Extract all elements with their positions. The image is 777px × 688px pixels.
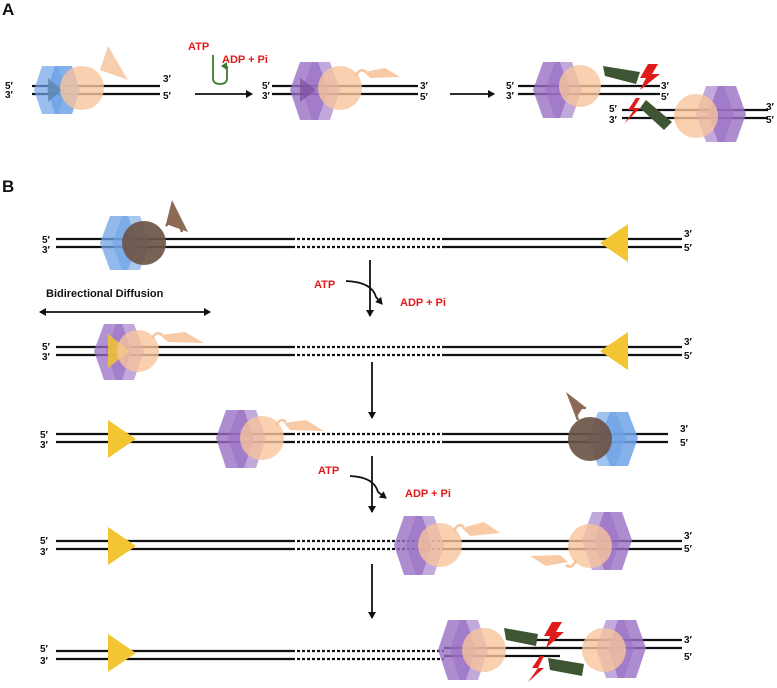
three-prime-label: 3′: [766, 102, 775, 113]
five-prime-label: 5′: [42, 342, 51, 353]
motor-domain-icon: [318, 66, 362, 110]
panel-a-state-3: 5′ 3′ 3′ 5′ 5′ 3′ 3′ 5′: [506, 62, 775, 142]
panel-b-row-3: 5′ 3′ 3′ 5′: [40, 392, 689, 468]
three-prime-label: 3′: [684, 337, 693, 348]
five-prime-label: 5′: [684, 351, 693, 362]
lightning-cleavage-icon: [640, 64, 660, 90]
panel-a-state-1: 5′ 3′ 3′ 5′: [5, 46, 172, 114]
five-prime-label: 5′: [40, 430, 49, 441]
five-prime-label: 5′: [42, 235, 51, 246]
three-prime-label: 3′: [40, 656, 49, 667]
motor-domain-icon: [568, 524, 612, 568]
atp-hydrolysis-arrow: ATP ADP + Pi: [314, 260, 446, 317]
three-prime-label: 3′: [684, 229, 693, 240]
adp-pi-label: ADP + Pi: [405, 488, 451, 500]
motor-domain-icon: [100, 46, 128, 80]
motor-domain-icon: [117, 330, 159, 372]
five-prime-label: 5′: [40, 536, 49, 547]
three-prime-label: 3′: [40, 440, 49, 451]
three-prime-label: 3′: [661, 81, 670, 92]
five-prime-label: 5′: [163, 91, 172, 102]
panel-b-row-2: 5′ 3′ 3′ 5′: [42, 324, 693, 380]
adp-pi-label: ADP + Pi: [400, 297, 446, 309]
inactive-arm-icon: [566, 392, 584, 418]
motor-domain-icon: [60, 66, 104, 110]
inactive-motor-icon: [122, 221, 166, 265]
five-prime-label: 5′: [680, 438, 689, 449]
three-prime-label: 3′: [680, 424, 689, 435]
three-prime-label: 3′: [40, 547, 49, 558]
five-prime-label: 5′: [420, 92, 429, 103]
panel-a-state-2: 5′ 3′ 3′ 5′: [262, 62, 429, 120]
five-prime-label: 5′: [684, 544, 693, 555]
roadblock-icon: [600, 224, 628, 262]
motor-domain-icon: [559, 65, 601, 107]
five-prime-label: 5′: [684, 652, 693, 663]
panel-b-row-5: 5′ 3′ 3′ 5′: [40, 620, 693, 682]
atp-label: ATP: [318, 465, 339, 477]
atp-label: ATP: [314, 279, 335, 291]
bidirectional-diffusion: Bidirectional Diffusion: [39, 288, 211, 316]
three-prime-label: 3′: [420, 81, 429, 92]
motor-domain-icon: [582, 628, 626, 672]
motor-domain-icon: [364, 68, 400, 78]
three-prime-label: 3′: [609, 115, 618, 126]
adp-pi-label: ADP + Pi: [222, 54, 268, 66]
five-prime-label: 5′: [262, 81, 271, 92]
three-prime-label: 3′: [262, 91, 271, 102]
inactive-motor-icon: [568, 417, 612, 461]
three-prime-label: 3′: [684, 635, 693, 646]
diffusion-label: Bidirectional Diffusion: [46, 288, 164, 300]
three-prime-label: 3′: [42, 352, 51, 363]
lightning-cleavage-icon: [624, 98, 640, 124]
motor-domain-icon: [240, 416, 284, 460]
five-prime-label: 5′: [684, 243, 693, 254]
five-prime-label: 5′: [661, 92, 670, 103]
cleavage-domain-icon: [548, 658, 584, 676]
roadblock-icon: [108, 420, 136, 458]
lightning-cleavage-icon: [528, 656, 544, 682]
inactive-arm-icon: [166, 200, 188, 232]
lightning-cleavage-icon: [544, 622, 564, 648]
three-prime-label: 3′: [42, 245, 51, 256]
five-prime-label: 5′: [609, 104, 618, 115]
five-prime-label: 5′: [40, 644, 49, 655]
three-prime-label: 3′: [5, 90, 14, 101]
panel-b-row-1: 5′ 3′ 3′ 5′: [42, 200, 693, 270]
roadblock-icon: [108, 527, 136, 565]
motor-domain-icon: [418, 523, 462, 567]
three-prime-label: 3′: [506, 91, 515, 102]
roadblock-icon: [108, 634, 136, 672]
panel-b-label: B: [2, 177, 14, 196]
atp-hydrolysis-arrow: ATP ADP + Pi: [318, 456, 451, 513]
five-prime-label: 5′: [506, 81, 515, 92]
atp-hydrolysis-arrow: ATP ADP + Pi: [188, 41, 268, 98]
cleavage-domain-icon: [603, 66, 640, 84]
cleavage-domain-icon: [640, 100, 672, 130]
atp-label: ATP: [188, 41, 209, 53]
panel-b-row-4: 5′ 3′ 3′ 5′: [40, 512, 693, 575]
five-prime-label: 5′: [766, 115, 775, 126]
three-prime-label: 3′: [163, 74, 172, 85]
cleavage-domain-icon: [504, 628, 538, 646]
three-prime-label: 3′: [684, 531, 693, 542]
motor-domain-icon: [462, 628, 506, 672]
five-prime-label: 5′: [5, 81, 14, 92]
panel-a-label: A: [2, 0, 14, 19]
roadblock-icon: [600, 332, 628, 370]
motor-domain-icon: [674, 94, 718, 138]
